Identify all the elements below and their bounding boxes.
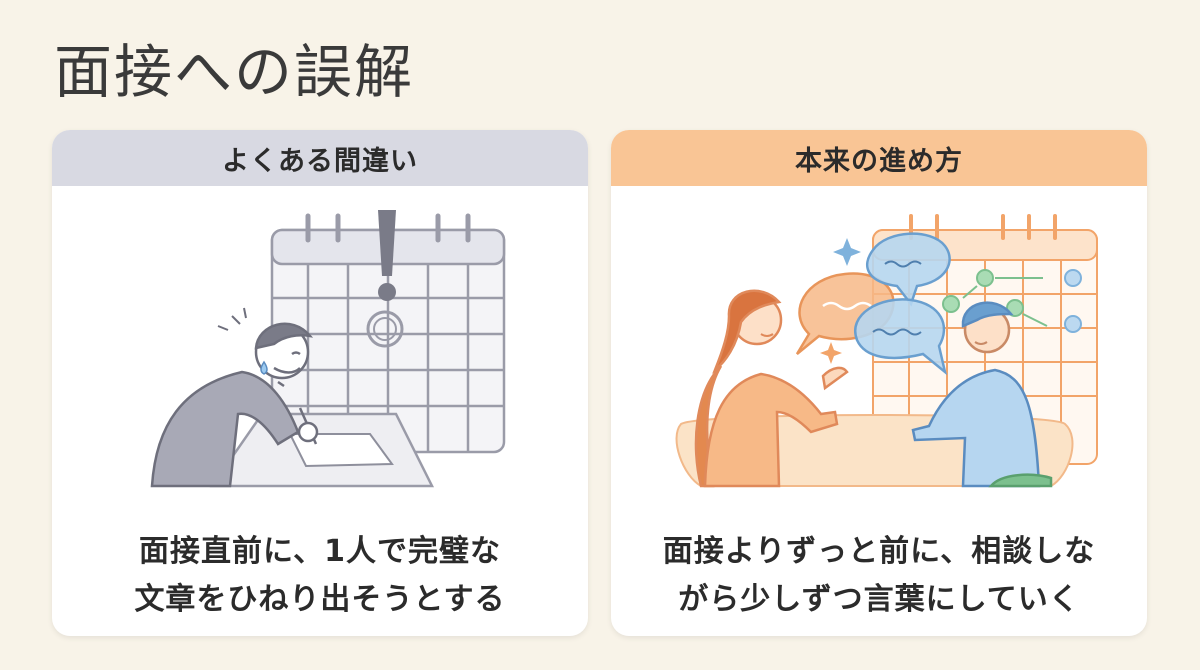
- correct-caption-line: 面接よりずっと前に、相談しな: [662, 534, 1096, 569]
- sparkle-icon: [833, 238, 861, 266]
- mistake-caption: 面接直前に、1人で完璧な 文章をひねり出そうとする: [52, 528, 588, 624]
- speech-bubble-icon: [865, 232, 951, 307]
- mistake-caption-line: 文章をひねり出そうとする: [134, 582, 506, 617]
- person-woman-icon: [694, 289, 849, 488]
- correct-card: 本来の進め方: [611, 130, 1147, 636]
- correct-caption-line: がら少しずつ言葉にしていく: [678, 582, 1080, 617]
- page-title: 面接への誤解: [54, 38, 415, 106]
- exclamation-icon: [378, 210, 396, 301]
- calendar-icon: [270, 213, 506, 454]
- correct-caption: 面接よりずっと前に、相談しな がら少しずつ言葉にしていく: [611, 528, 1147, 624]
- pen-icon: [297, 407, 319, 445]
- mistake-card: よくある間違い: [52, 130, 588, 636]
- correct-card-header: 本来の進め方: [611, 130, 1147, 186]
- correct-illustration: [675, 214, 1098, 488]
- person-man-icon: [911, 301, 1053, 488]
- mistake-illustration: [150, 210, 506, 488]
- person-stressed-icon: [150, 307, 314, 488]
- mistake-card-header: よくある間違い: [52, 130, 588, 186]
- mistake-caption-line: 面接直前に、1人で完璧な: [139, 534, 501, 569]
- speech-bubble-icon: [854, 298, 948, 376]
- sparkle-icon: [820, 342, 842, 364]
